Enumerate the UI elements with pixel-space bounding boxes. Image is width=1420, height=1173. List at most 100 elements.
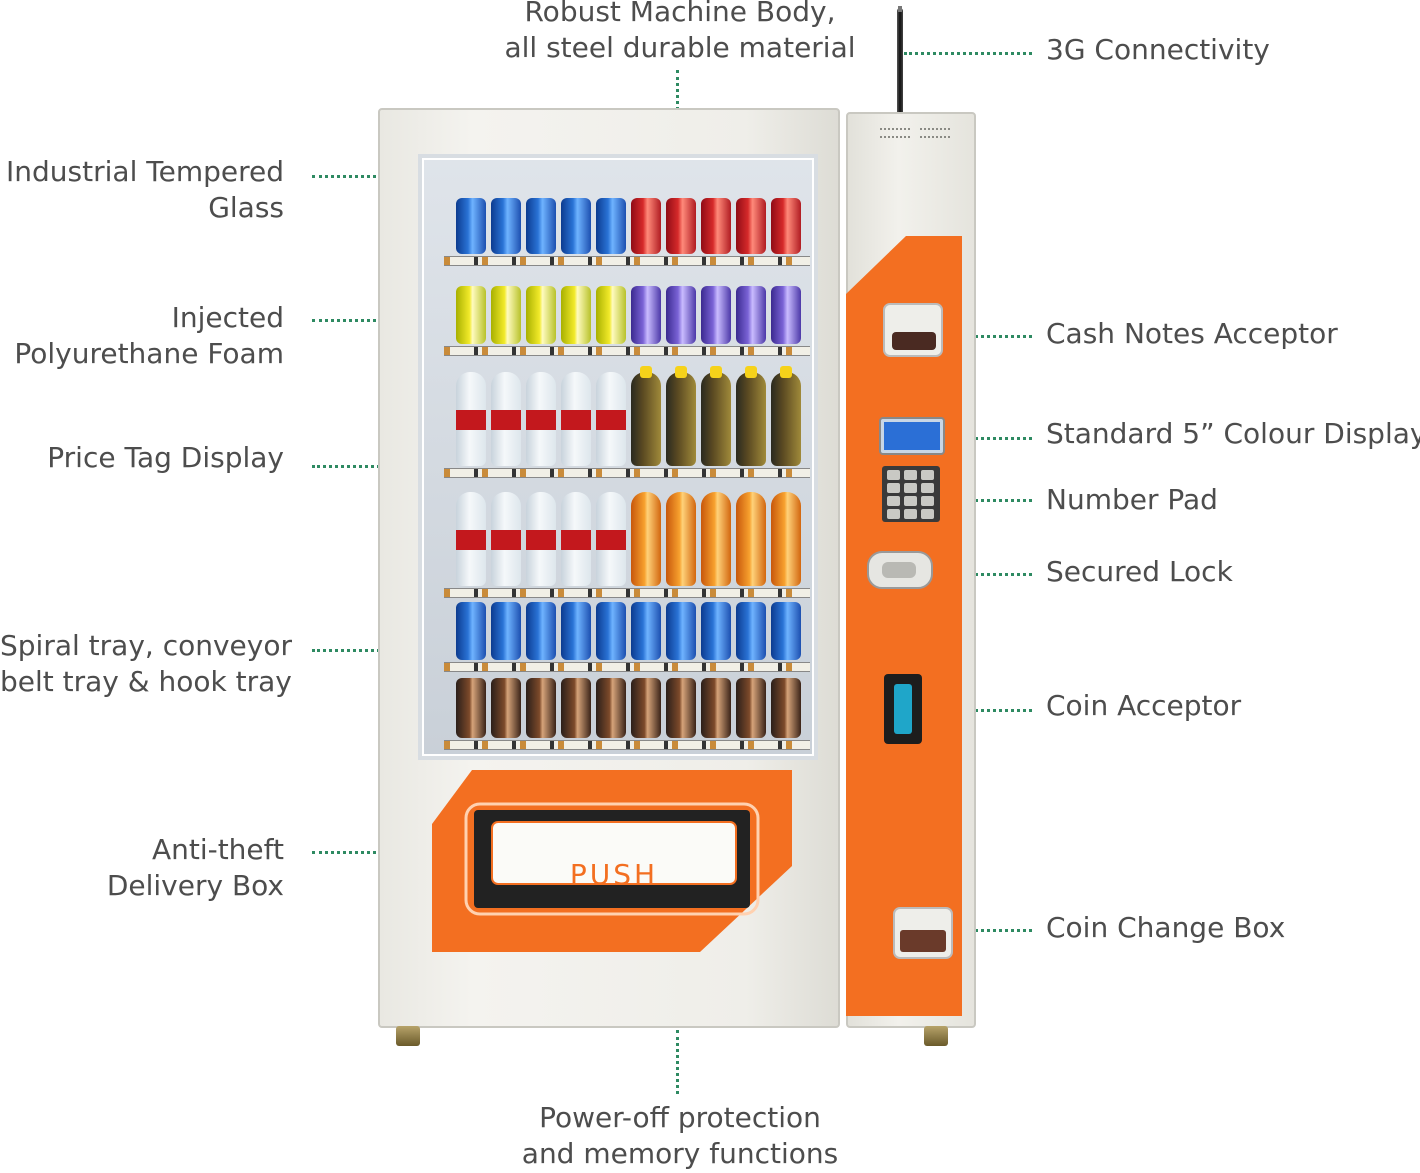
product-item (631, 492, 661, 586)
product-item (666, 492, 696, 586)
keypad-key[interactable] (887, 470, 900, 480)
leader-3g-connectivity (904, 52, 1032, 55)
product-item (771, 286, 801, 344)
keypad-key[interactable] (921, 496, 934, 506)
product-item (701, 366, 731, 466)
leader-colour-display (940, 437, 1032, 440)
product-item (666, 366, 696, 466)
product-item (771, 366, 801, 466)
product-item (526, 678, 556, 738)
bottle-cap (675, 366, 687, 378)
price-tag-rail (444, 588, 810, 598)
bottle-cap (780, 366, 792, 378)
product-item (736, 286, 766, 344)
keypad-key[interactable] (904, 509, 917, 519)
foot-left (396, 1026, 420, 1046)
product-item (561, 678, 591, 738)
price-tag-rail (444, 346, 810, 356)
product-item (456, 372, 486, 466)
product-item (561, 198, 591, 254)
delivery-flap-frame (464, 802, 760, 916)
keypad-key[interactable] (921, 470, 934, 480)
leader-cash-notes-acceptor (940, 335, 1032, 338)
callout-delivery-box: Anti-theft Delivery Box (106, 833, 284, 902)
callout-number-pad: Number Pad (1046, 483, 1218, 516)
product-item (491, 602, 521, 660)
bottle-label (596, 409, 626, 431)
coin-acceptor-accent (894, 684, 912, 734)
glass-window (418, 154, 818, 760)
push-label[interactable]: PUSH (569, 858, 659, 891)
callout-colour-display: Standard 5” Colour Display (1046, 417, 1420, 450)
product-item (456, 492, 486, 586)
leader-coin-change-box (950, 929, 1032, 932)
product-item (491, 372, 521, 466)
antenna (897, 8, 903, 116)
leader-polyurethane-foam (312, 319, 430, 322)
price-tag-rail (444, 468, 810, 478)
bottle-label (561, 409, 591, 431)
machine-cabinet: PUSH (378, 108, 840, 1028)
product-item (701, 678, 731, 738)
product-item (666, 602, 696, 660)
product-item (771, 492, 801, 586)
coin-change-tray (900, 930, 946, 952)
vending-machine: PUSH (378, 6, 978, 1048)
product-item (456, 286, 486, 344)
keypad-key[interactable] (904, 496, 917, 506)
product-item (456, 198, 486, 254)
product-item (631, 602, 661, 660)
bottle-label (561, 529, 591, 551)
product-item (526, 602, 556, 660)
keypad-key[interactable] (887, 483, 900, 493)
keypad-key[interactable] (921, 483, 934, 493)
vent-left (880, 128, 910, 138)
bottle-label (526, 529, 556, 551)
bottle-label (526, 409, 556, 431)
product-item (561, 602, 591, 660)
price-tag-rail (444, 662, 810, 672)
leader-machine-body (676, 70, 679, 134)
product-item (701, 286, 731, 344)
keypad-key[interactable] (904, 483, 917, 493)
product-item (631, 366, 661, 466)
product-item (526, 372, 556, 466)
leader-coin-acceptor (934, 709, 1032, 712)
callout-power-off-protection: Power-off protection and memory function… (521, 1101, 839, 1170)
product-item (736, 198, 766, 254)
callout-tempered-glass: Industrial Tempered Glass (6, 155, 284, 224)
product-item (491, 198, 521, 254)
callout-secured-lock: Secured Lock (1046, 555, 1233, 588)
product-item (771, 198, 801, 254)
callout-3g-connectivity: 3G Connectivity (1046, 33, 1270, 66)
product-item (456, 678, 486, 738)
price-tag-rail (444, 256, 810, 266)
keypad-key[interactable] (904, 470, 917, 480)
product-item (666, 286, 696, 344)
bottle-label (491, 409, 521, 431)
cash-notes-slot (892, 332, 936, 350)
callout-coin-acceptor: Coin Acceptor (1046, 689, 1242, 722)
display-screen (884, 422, 940, 450)
product-item (596, 602, 626, 660)
product-item (736, 492, 766, 586)
bottle-cap (745, 366, 757, 378)
keypad-key[interactable] (887, 496, 900, 506)
product-item (526, 286, 556, 344)
callout-polyurethane-foam: Injected Polyurethane Foam (14, 301, 284, 370)
product-item (631, 678, 661, 738)
product-item (596, 678, 626, 738)
bottle-label (596, 529, 626, 551)
product-item (456, 602, 486, 660)
product-item (561, 286, 591, 344)
keypad-key[interactable] (921, 509, 934, 519)
product-item (561, 372, 591, 466)
bottle-cap (710, 366, 722, 378)
antenna-tip (898, 6, 902, 12)
product-item (736, 602, 766, 660)
callout-cash-notes-acceptor: Cash Notes Acceptor (1046, 317, 1338, 350)
keypad-key[interactable] (887, 509, 900, 519)
vent-right (920, 128, 950, 138)
bottle-cap (640, 366, 652, 378)
product-item (701, 602, 731, 660)
